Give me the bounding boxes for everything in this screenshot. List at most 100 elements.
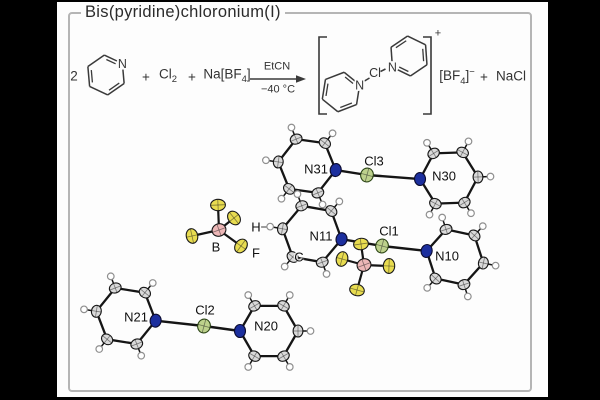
ortep-pyridine-ring	[80, 272, 162, 360]
carbon-atom	[292, 324, 304, 338]
scheme-n-label: N	[388, 61, 397, 75]
scheme-pyridine-ring: N	[386, 35, 428, 77]
hydrogen-atom	[491, 261, 500, 270]
hydrogen-atom	[287, 123, 296, 132]
ring-bond	[343, 71, 356, 82]
ring-bond	[407, 35, 426, 46]
fluorine-atom	[185, 228, 199, 244]
carbon-atom	[456, 146, 469, 159]
hydrogen-atom	[423, 283, 432, 292]
figure-frame	[68, 12, 532, 392]
reagent-nabf4: Na[BF4]	[203, 66, 251, 86]
carbon-atom	[295, 200, 309, 212]
hydrogen-atom	[438, 213, 447, 222]
ring-double-bond	[106, 58, 116, 65]
ring-bond	[409, 64, 428, 77]
cation-charge: +	[434, 27, 442, 40]
figure-title: Bis(pyridine)chloronium(I)	[81, 3, 285, 22]
product-cl-label: Cl	[369, 65, 381, 80]
hydrogen-atom	[285, 363, 294, 371]
carbon-atom	[429, 272, 442, 285]
hydrogen-atom	[335, 197, 344, 206]
ortep-label-F: F	[252, 245, 260, 261]
hydrogen-atom	[486, 172, 495, 181]
fluorine-atom	[353, 237, 369, 251]
ring-double-bond	[90, 69, 94, 83]
carbon-atom	[315, 256, 329, 268]
stoichiometric-coefficient: 2	[70, 68, 78, 84]
hydrogen-atom	[266, 222, 275, 231]
ring-double-bond	[395, 40, 407, 49]
ortep-label-N31: N31	[304, 161, 328, 177]
ortep-pyridine-ring	[262, 123, 342, 209]
carbon-atom	[130, 338, 144, 350]
carbon-atom	[427, 147, 440, 160]
carbon-atom	[472, 170, 484, 184]
ortep-pyridine-ring	[413, 137, 495, 219]
condition-solvent: EtCN	[263, 60, 291, 73]
scheme-pyridine-ring: N	[321, 71, 366, 113]
hydrogen-atom	[95, 345, 104, 353]
scheme-n-label: N	[118, 57, 127, 71]
hydrogen-atom	[244, 291, 253, 299]
hydrogen-atom	[280, 262, 289, 271]
carbon-atom	[468, 229, 481, 242]
fluorine-atom	[227, 210, 241, 226]
carbon-atom	[325, 205, 338, 217]
hydrogen-atom	[318, 200, 327, 209]
fluorine-atom	[234, 238, 248, 254]
hydrogen-atom	[328, 129, 337, 138]
ortep-label-Cl3: Cl3	[364, 153, 384, 169]
fluorine-atom	[335, 251, 349, 267]
carbon-atom	[286, 251, 299, 263]
carbon-atom	[429, 197, 442, 210]
plus-sign-3: +	[480, 69, 488, 85]
hydrogen-atom	[423, 138, 431, 147]
plus-sign-1: +	[142, 69, 150, 85]
ortep-pyridine-ring	[233, 291, 315, 371]
hydrogen-atom	[285, 291, 294, 299]
ring-bond	[321, 79, 327, 100]
carbon-atom	[138, 286, 152, 299]
hydrogen-atom	[464, 137, 473, 146]
fluorine-atom	[210, 198, 226, 212]
bf4-anion	[185, 198, 248, 254]
boron-atom	[356, 258, 372, 272]
carbon-atom	[272, 155, 284, 169]
ring-double-bond	[422, 48, 425, 62]
hydrogen-atom	[262, 156, 270, 165]
fluorine-atom	[349, 283, 365, 297]
ring-double-bond	[398, 66, 409, 73]
ring-bond	[390, 47, 393, 62]
ring-double-bond	[340, 102, 353, 109]
chlorine-atom	[197, 318, 211, 334]
product-bond-left	[364, 77, 370, 82]
hydrogen-atom	[322, 270, 331, 278]
ortep-label-N11: N11	[309, 228, 333, 244]
ortep-label-Cl2: Cl2	[195, 302, 215, 318]
hydrogen-atom	[293, 190, 302, 198]
nitrogen-atom	[420, 243, 433, 258]
condition-temperature: −40 °C	[260, 83, 296, 96]
ring-bond	[337, 103, 357, 113]
carbon-atom	[100, 333, 114, 346]
ring-bond	[122, 69, 125, 84]
nitrogen-atom	[413, 171, 427, 187]
product-bracket-right	[423, 36, 432, 115]
ring-bond	[397, 69, 411, 77]
chlorine-atom	[375, 238, 389, 254]
ring-bond	[321, 98, 339, 113]
ring-bond	[87, 66, 91, 87]
hydrogen-atom	[306, 327, 315, 335]
hydrogen-atom	[80, 305, 88, 314]
ring-bond	[390, 35, 409, 48]
ring-bond	[87, 54, 105, 68]
carbon-atom	[277, 300, 290, 312]
ring-double-bond	[108, 82, 120, 91]
ortep-label-N30: N30	[432, 168, 456, 184]
ring-bond	[355, 90, 360, 105]
scheme-rings: N N N	[87, 35, 428, 113]
hydrogen-atom	[148, 279, 157, 287]
scheme-n-label: N	[355, 78, 364, 92]
